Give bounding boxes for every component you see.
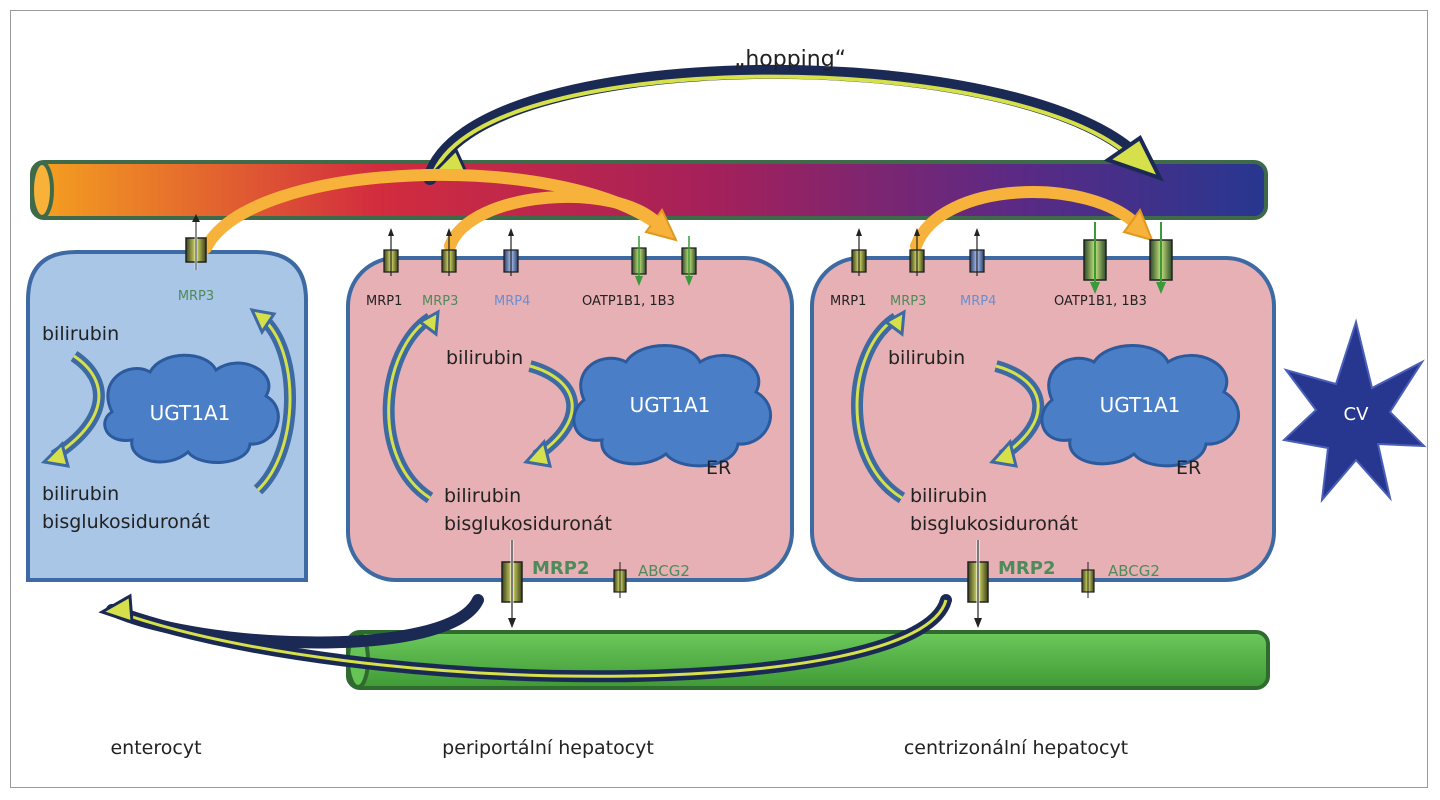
centrizonal-product-line2: bisglukosiduronát [910, 513, 1078, 535]
oatp1b3-channel-centrizonal [1149, 222, 1173, 294]
centrizonal-mrp3-label: MRP3 [890, 294, 926, 309]
centrizonal-product-line1: bilirubin [910, 485, 987, 507]
hopping-title: „hopping“ [734, 47, 846, 72]
enterocyte-caption: enterocyt [110, 737, 201, 759]
mrp1-channel-periportal [383, 228, 399, 276]
ugt1a1-centrizonal-cloud [1040, 344, 1241, 468]
centrizonal-abcg2-label: ABCG2 [1108, 562, 1160, 580]
periportal-caption: periportální hepatocyt [442, 737, 654, 759]
centrizonal-er-label: ER [1176, 457, 1201, 479]
periportal-cycle-arrows [382, 309, 579, 504]
centrizonal-bilirubin-label: bilirubin [888, 347, 965, 369]
bile-to-enterocyte-arrows [98, 593, 952, 683]
centrizonal-caption: centrizonální hepatocyt [904, 737, 1128, 759]
centrizonal-oatp-label: OATP1B1, 1B3 [1054, 294, 1147, 309]
enterocyte-product-line1: bilirubin [42, 483, 119, 505]
mrp1-channel-centrizonal [851, 228, 867, 276]
periportal-mrp2-label: MRP2 [532, 558, 590, 579]
enterocyte-cycle-arrows [40, 308, 296, 495]
periportal-abcg2-label: ABCG2 [638, 562, 690, 580]
figure-frame [10, 10, 1428, 788]
oatp1b1-channel-centrizonal [1083, 222, 1107, 294]
oatp1b3-channel-periportal [681, 236, 697, 286]
mrp2-channel-periportal [501, 540, 523, 628]
enterocyte-product-line2: bisglukosiduronát [42, 511, 210, 533]
central-vein-label: CV [1344, 404, 1370, 425]
enterocyte-mrp3-label: MRP3 [178, 289, 214, 304]
abcg2-channel-periportal [613, 562, 627, 598]
periportal-product-line1: bilirubin [444, 485, 521, 507]
ugt1a1-periportal-cloud [572, 344, 773, 468]
mrp3-enterocyte-channel [185, 214, 207, 270]
mrp2-channel-centrizonal [967, 540, 989, 628]
periportal-mrp1-label: MRP1 [366, 294, 402, 309]
centrizonal-cycle-arrows [851, 309, 1045, 504]
periportal-oatp-label: OATP1B1, 1B3 [582, 294, 675, 309]
mrp4-channel-centrizonal [969, 228, 985, 276]
centrizonal-ugt1a1-label: UGT1A1 [1100, 393, 1181, 417]
ugt1a1-enterocyte-cloud [103, 353, 280, 464]
mrp3-channel-periportal [441, 228, 457, 276]
oatp1b1-channel-periportal [631, 236, 647, 286]
periportal-er-label: ER [706, 457, 731, 479]
central-vein-star [1281, 318, 1427, 504]
abcg2-channel-centrizonal [1081, 562, 1095, 598]
periportal-product-line2: bisglukosiduronát [444, 513, 612, 535]
centrizonal-apical-channels [851, 222, 1173, 294]
periportal-apical-channels [383, 228, 697, 286]
periportal-bilirubin-label: bilirubin [446, 347, 523, 369]
enterocyte-ugt1a1-label: UGT1A1 [150, 401, 231, 425]
centrizonal-mrp1-label: MRP1 [830, 294, 866, 309]
periportal-mrp3-label: MRP3 [422, 294, 458, 309]
mrp3-channel-centrizonal [909, 228, 925, 276]
periportal-mrp4-label: MRP4 [494, 294, 530, 309]
periportal-ugt1a1-label: UGT1A1 [630, 393, 711, 417]
centrizonal-mrp4-label: MRP4 [960, 294, 996, 309]
orange-transport-arrows [200, 168, 1154, 254]
centrizonal-mrp2-label: MRP2 [998, 558, 1056, 579]
mrp4-channel-periportal [503, 228, 519, 276]
enterocyte-bilirubin-label: bilirubin [42, 323, 119, 345]
